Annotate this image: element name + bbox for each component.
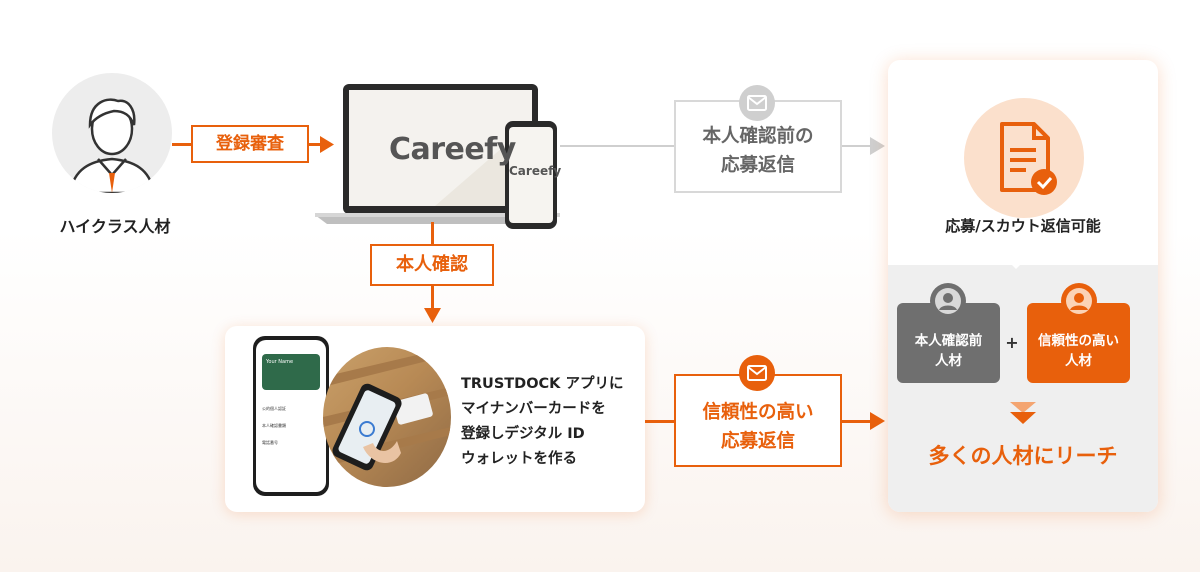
trustdock-line3: 登録しデジタル ID <box>461 426 585 442</box>
arrow-down-icon <box>424 308 441 323</box>
brand-logo-mobile: Careefy <box>509 164 562 178</box>
result-title: 応募/スカウト返信可能 <box>945 217 1101 235</box>
arrow-right-gray-icon <box>870 137 885 155</box>
connector-line <box>309 143 323 146</box>
connector-line <box>645 420 675 423</box>
unverified-talent-line2: 人材 <box>935 353 962 369</box>
reach-message: 多くの人材にリーチ <box>928 444 1118 468</box>
user-icon <box>1061 283 1097 319</box>
verified-reply-line2: 応募返信 <box>720 431 795 452</box>
app-row: 電話番号 <box>262 440 278 445</box>
triangle-down-icon <box>1010 402 1036 424</box>
app-rows: 公的個人認証 本人確認書類 電話番号 <box>262 400 320 451</box>
app-row: 公的個人認証 <box>262 406 286 411</box>
verified-talent-line2: 人材 <box>1065 353 1092 369</box>
connector-line-gray <box>560 145 675 147</box>
mail-icon <box>739 355 775 391</box>
trustdock-phone: Your Name 公的個人認証 本人確認書類 電話番号 <box>253 336 329 496</box>
step-registration-review: 登録審査 <box>191 125 309 163</box>
app-card-title: Your Name <box>266 359 294 365</box>
trustdock-line1: TRUSTDOCK アプリに <box>461 376 624 392</box>
step-identity-verification: 本人確認 <box>370 244 494 286</box>
callout-notch <box>1004 257 1028 269</box>
document-circle <box>964 98 1084 218</box>
arrow-right-icon <box>870 412 885 430</box>
arrow-right-icon <box>320 136 334 153</box>
person-icon <box>68 98 156 193</box>
connector-line <box>431 286 434 310</box>
app-id-card: Your Name <box>262 354 320 390</box>
trustdock-description: TRUSTDOCK アプリに マイナンバーカードを 登録しデジタル ID ウォレ… <box>461 372 641 472</box>
step-registration-label: 登録審査 <box>216 134 284 154</box>
phone-scan-photo <box>323 347 451 487</box>
person-avatar <box>52 73 172 193</box>
trustdock-line2: マイナンバーカードを <box>461 401 606 417</box>
connector-line-gray <box>842 145 872 147</box>
brand-logo-desktop: Careefy <box>389 132 516 167</box>
plus-sign: + <box>1005 333 1019 352</box>
mail-icon <box>739 85 775 121</box>
user-icon <box>930 283 966 319</box>
app-row: 本人確認書類 <box>262 423 286 428</box>
connector-line <box>842 420 872 423</box>
connector-line <box>172 143 192 146</box>
careefy-device-illustration: Careefy Careefy <box>315 82 562 232</box>
unverified-reply-line1: 本人確認前の <box>702 126 814 147</box>
connector-line <box>431 222 434 244</box>
verified-talent-line1: 信頼性の高い <box>1038 333 1119 349</box>
unverified-talent-line1: 本人確認前 <box>914 333 983 349</box>
verified-reply-line1: 信頼性の高い <box>702 402 814 423</box>
document-check-icon <box>1000 122 1057 195</box>
step-identity-label: 本人確認 <box>396 254 468 275</box>
unverified-reply-line2: 応募返信 <box>720 155 795 176</box>
person-label: ハイクラス人材 <box>59 217 171 236</box>
trustdock-line4: ウォレットを作る <box>461 451 577 467</box>
